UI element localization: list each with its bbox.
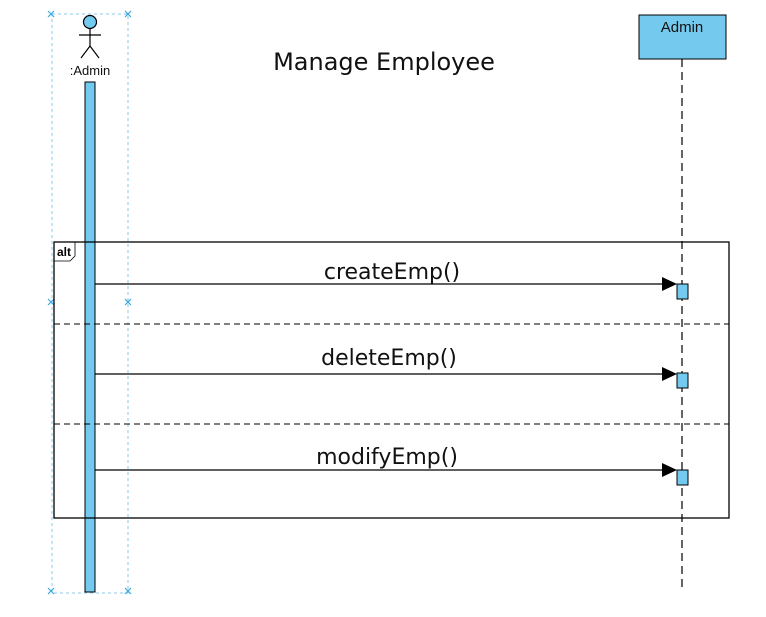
target-activation-bar[interactable]: [676, 372, 689, 389]
arrowhead-icon: [662, 277, 677, 291]
fragment-operator-tab: [53, 241, 76, 262]
message-label: createEmp(): [324, 260, 460, 285]
fragment-frame: [53, 241, 730, 519]
actor-head: [82, 14, 98, 30]
actor-leg-left: [80, 45, 91, 59]
admin-lifeline[interactable]: Admin: [638, 14, 727, 592]
message-label: modifyEmp(): [316, 445, 458, 470]
actor-icon[interactable]: [79, 14, 101, 59]
arrowhead-icon: [662, 367, 677, 381]
actor-leg-right: [89, 45, 100, 59]
fragment-operator-label: alt: [57, 245, 71, 259]
selection-handles[interactable]: [47, 10, 132, 595]
diagram-title: Manage Employee: [273, 48, 495, 76]
target-activation-bar[interactable]: [676, 469, 689, 486]
actor-label: :Admin: [70, 63, 110, 78]
lifeline-label: Admin: [661, 19, 704, 36]
target-activation-bar[interactable]: [676, 283, 689, 300]
arrowhead-icon: [662, 463, 677, 477]
message-modify[interactable]: modifyEmp(): [95, 445, 689, 486]
message-create[interactable]: createEmp(): [95, 260, 689, 300]
actor-selection-box[interactable]: [47, 10, 132, 595]
message-label: deleteEmp(): [321, 346, 457, 371]
lifeline-header[interactable]: [638, 14, 727, 60]
alt-fragment[interactable]: alt: [53, 241, 730, 519]
message-delete[interactable]: deleteEmp(): [95, 346, 689, 389]
actor-activation-bar[interactable]: [84, 81, 96, 593]
